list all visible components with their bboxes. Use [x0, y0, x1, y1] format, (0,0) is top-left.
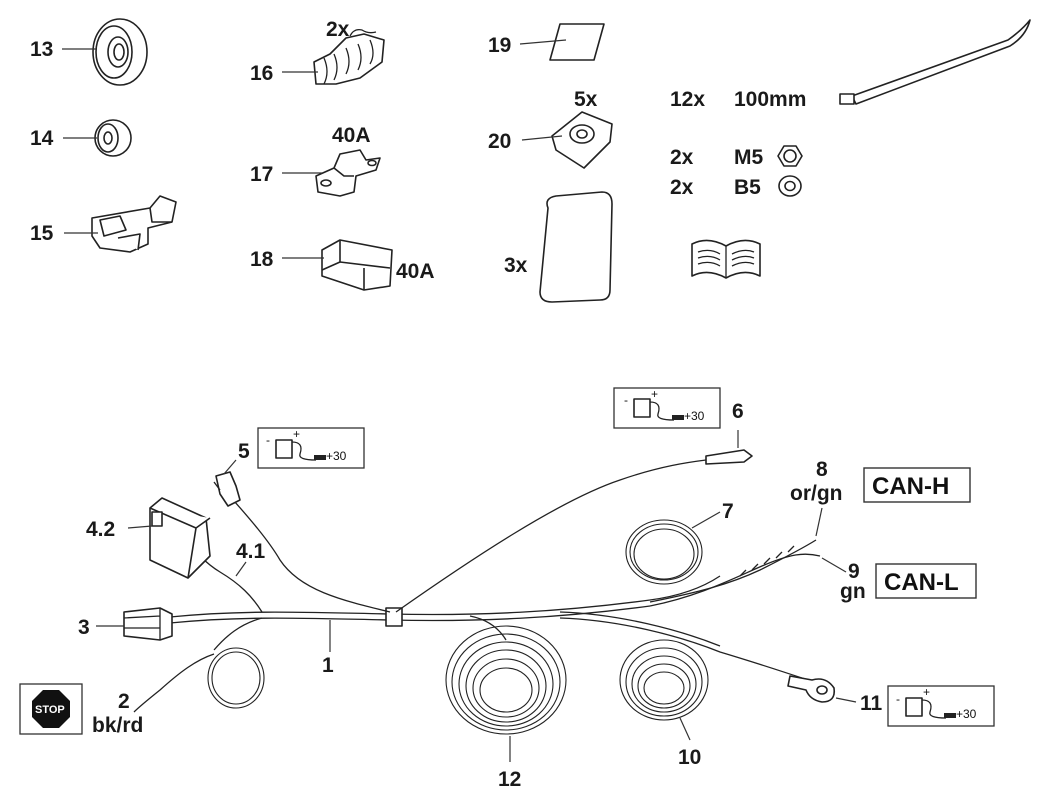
cable-number-4-2: 4.2: [86, 518, 115, 541]
cable-number-11: 11: [860, 692, 883, 715]
nut-size: M5: [734, 146, 763, 169]
part-number-18: 18: [250, 248, 274, 271]
part-number-16: 16: [250, 62, 273, 85]
pad-qty: 3x: [504, 254, 528, 277]
cable-number-2: 2: [118, 690, 130, 713]
cable-number-3: 3: [78, 616, 90, 639]
cable-color-9: gn: [840, 580, 866, 603]
svg-text:+: +: [651, 387, 658, 401]
svg-text:-: -: [896, 692, 900, 706]
svg-text:CAN-L: CAN-L: [884, 569, 959, 596]
svg-text:+: +: [923, 685, 930, 699]
stop-icon: STOP: [19, 683, 83, 735]
grommet-small-14: 14: [30, 119, 132, 157]
cable-7: 7: [625, 500, 734, 601]
fuse-holder-17: 17 40A: [250, 124, 381, 197]
cable-number-6: 6: [732, 400, 744, 423]
cable-10-11: 10 11 - + +30: [559, 611, 995, 769]
cable-number-4-1: 4.1: [236, 540, 266, 563]
tie-qty: 12x: [670, 88, 705, 111]
part-rating-17: 40A: [332, 124, 371, 147]
can-l-label: CAN-L: [875, 563, 977, 599]
nut-qty: 2x: [670, 146, 694, 169]
can-h-label: CAN-H: [863, 467, 971, 503]
svg-text:+: +: [293, 427, 300, 441]
washer-size: B5: [734, 176, 761, 199]
svg-text:-: -: [266, 433, 270, 447]
fuse-18: 18 40A: [250, 239, 435, 291]
cable-number-8: 8: [816, 458, 828, 481]
wire-clip-16: 16 2x: [250, 18, 385, 85]
part-qty-16: 2x: [326, 18, 350, 41]
manual-book-icon: [691, 239, 761, 279]
branch-5: 5 - + +30: [213, 427, 391, 613]
cable-number-12: 12: [498, 768, 521, 791]
cable-number-9: 9: [848, 560, 860, 583]
part-rating-18: 40A: [396, 260, 435, 283]
nut-icon: 2x M5: [670, 145, 803, 169]
part-qty-20: 5x: [574, 88, 598, 111]
connector-3: 3: [78, 607, 173, 641]
stop-label: STOP: [35, 704, 65, 716]
battery-box-11: - + +30: [887, 685, 995, 727]
adhesive-pad: 3x: [504, 191, 613, 303]
battery-terminal-5: +30: [326, 449, 347, 463]
part-number-17: 17: [250, 163, 273, 186]
cable-number-5: 5: [238, 440, 250, 463]
battery-box-5: - + +30: [257, 427, 365, 469]
washer-icon: 2x B5: [670, 175, 802, 199]
cable-number-1: 1: [322, 654, 334, 677]
part-number-13: 13: [30, 38, 53, 61]
connector-4: 4.2 4.1: [86, 497, 266, 613]
tie-mount-20: 20 5x: [488, 88, 613, 169]
cable-12: 12: [445, 615, 567, 791]
cable-2: 2 bk/rd: [92, 617, 265, 737]
svg-text:CAN-H: CAN-H: [872, 473, 949, 500]
part-number-20: 20: [488, 130, 511, 153]
battery-box-6: - + +30: [613, 387, 721, 429]
grommet-large-13: 13: [30, 18, 148, 86]
svg-text:-: -: [624, 393, 628, 407]
connector-clip-15: 15: [30, 195, 177, 253]
battery-terminal-6: +30: [684, 409, 705, 423]
washer-qty: 2x: [670, 176, 694, 199]
tie-length: 100mm: [734, 88, 806, 111]
twisted-pair-8-9: 8 or/gn CAN-H 9 gn CAN-L: [649, 458, 977, 607]
main-cable-1: 1: [169, 599, 651, 677]
cable-number-10: 10: [678, 746, 701, 769]
cable-color-2: bk/rd: [92, 714, 143, 737]
part-number-14: 14: [30, 127, 54, 150]
branch-6: 6 - + +30: [395, 387, 753, 613]
part-number-19: 19: [488, 34, 511, 57]
part-number-15: 15: [30, 222, 54, 245]
battery-terminal-11: +30: [956, 707, 977, 721]
cable-number-7: 7: [722, 500, 734, 523]
cable-tie-icon: 12x 100mm: [670, 19, 1031, 111]
adhesive-strip-19: 19: [488, 23, 605, 61]
cable-color-8: or/gn: [790, 482, 843, 505]
